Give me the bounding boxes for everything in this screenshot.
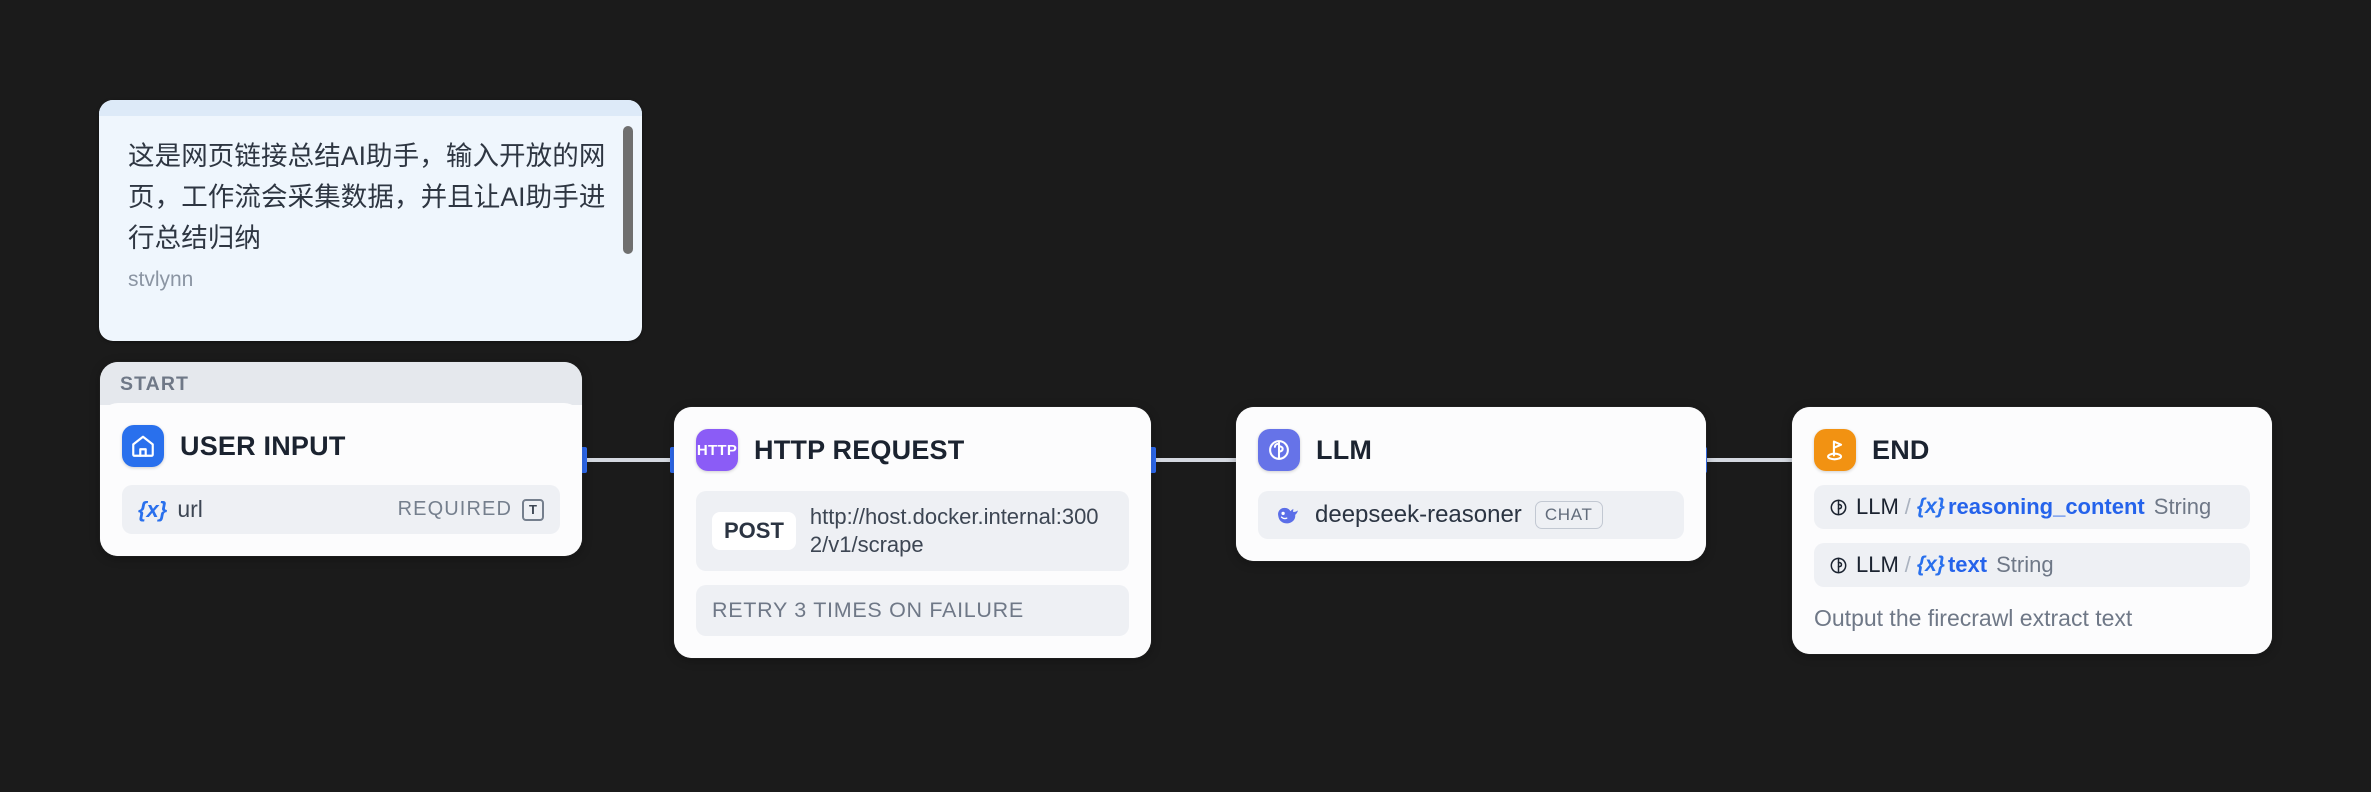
node-llm-body: LLM deepseek-reasoner CHAT — [1236, 407, 1706, 561]
deepseek-whale-icon — [1274, 503, 1302, 527]
end-output-row[interactable]: LLM / {x} reasoning_content String — [1814, 485, 2250, 529]
note-card-topbar — [99, 100, 642, 116]
end-output-source: LLM — [1856, 494, 1899, 519]
node-end-titlerow: END — [1814, 429, 2250, 471]
node-end-title: END — [1872, 434, 1930, 465]
note-text: 这是网页链接总结AI助手，输入开放的网页，工作流会采集数据，并且让AI助手进行总… — [128, 141, 606, 253]
http-icon: HTTP — [696, 429, 738, 471]
end-output-type: String — [1996, 552, 2054, 577]
node-http-request[interactable]: HTTP HTTP REQUEST POST http://host.docke… — [674, 407, 1151, 658]
text-type-badge-icon: T — [522, 498, 544, 521]
port-start-output[interactable] — [578, 447, 587, 473]
node-start[interactable]: START USER INPUT {x} url REQUIRED T — [100, 362, 582, 556]
variable-brace-icon: {x} — [1916, 495, 1945, 518]
brain-small-icon — [1828, 555, 1849, 576]
end-output-slash: / — [1904, 494, 1911, 519]
node-end[interactable]: END LLM / {x} reasoning_content String — [1792, 407, 2272, 654]
node-start-title: USER INPUT — [180, 430, 346, 461]
node-llm-title: LLM — [1316, 434, 1373, 465]
edge-http-to-llm — [1153, 458, 1251, 462]
home-icon — [122, 425, 164, 467]
start-variable-row[interactable]: {x} url REQUIRED T — [122, 485, 560, 534]
node-start-titlerow: USER INPUT — [122, 425, 560, 467]
http-method-badge: POST — [712, 512, 796, 550]
end-output-name: reasoning_content — [1947, 494, 2145, 519]
node-http-body: HTTP HTTP REQUEST POST http://host.docke… — [674, 407, 1151, 658]
brain-small-icon — [1828, 497, 1849, 518]
edge-start-to-http — [582, 458, 678, 462]
start-variable-name: url — [177, 496, 203, 522]
brain-icon — [1258, 429, 1300, 471]
end-output-row[interactable]: LLM / {x} text String — [1814, 543, 2250, 587]
node-start-body: USER INPUT {x} url REQUIRED T — [100, 403, 582, 556]
llm-model-row[interactable]: deepseek-reasoner CHAT — [1258, 491, 1684, 539]
required-label: REQUIRED — [397, 498, 512, 520]
llm-mode-badge: CHAT — [1534, 501, 1603, 529]
end-output-name: text — [1947, 552, 1988, 577]
end-output-slash: / — [1904, 552, 1911, 577]
end-output-type: String — [2153, 494, 2212, 519]
http-icon-label: HTTP — [696, 441, 738, 459]
node-http-title: HTTP REQUEST — [754, 434, 965, 465]
node-llm-titlerow: LLM — [1258, 429, 1684, 471]
llm-model-name: deepseek-reasoner — [1315, 501, 1522, 528]
variable-brace-icon: {x} — [138, 496, 168, 522]
note-card[interactable]: 这是网页链接总结AI助手，输入开放的网页，工作流会采集数据，并且让AI助手进行总… — [99, 100, 642, 341]
node-llm[interactable]: LLM deepseek-reasoner CHAT — [1236, 407, 1706, 561]
end-output-source: LLM — [1856, 552, 1899, 577]
note-card-body: 这是网页链接总结AI助手，输入开放的网页，工作流会采集数据，并且让AI助手进行总… — [99, 116, 642, 294]
note-scrollbar-thumb[interactable] — [623, 126, 633, 254]
http-url-text: http://host.docker.internal:3002/v1/scra… — [809, 504, 1099, 557]
node-http-titlerow: HTTP HTTP REQUEST — [696, 429, 1129, 471]
node-end-body: END LLM / {x} reasoning_content String — [1792, 407, 2272, 654]
port-http-output[interactable] — [1147, 447, 1156, 473]
variable-brace-icon: {x} — [1916, 553, 1945, 576]
golf-flag-icon — [1814, 429, 1856, 471]
end-description: Output the firecrawl extract text — [1814, 605, 2133, 631]
http-retry-row: RETRY 3 TIMES ON FAILURE — [696, 585, 1129, 636]
http-url-row[interactable]: POST http://host.docker.internal:3002/v1… — [696, 491, 1129, 571]
note-author: stvlynn — [128, 268, 194, 291]
edge-llm-to-end — [1706, 458, 1804, 462]
node-start-band-label: START — [100, 362, 582, 405]
